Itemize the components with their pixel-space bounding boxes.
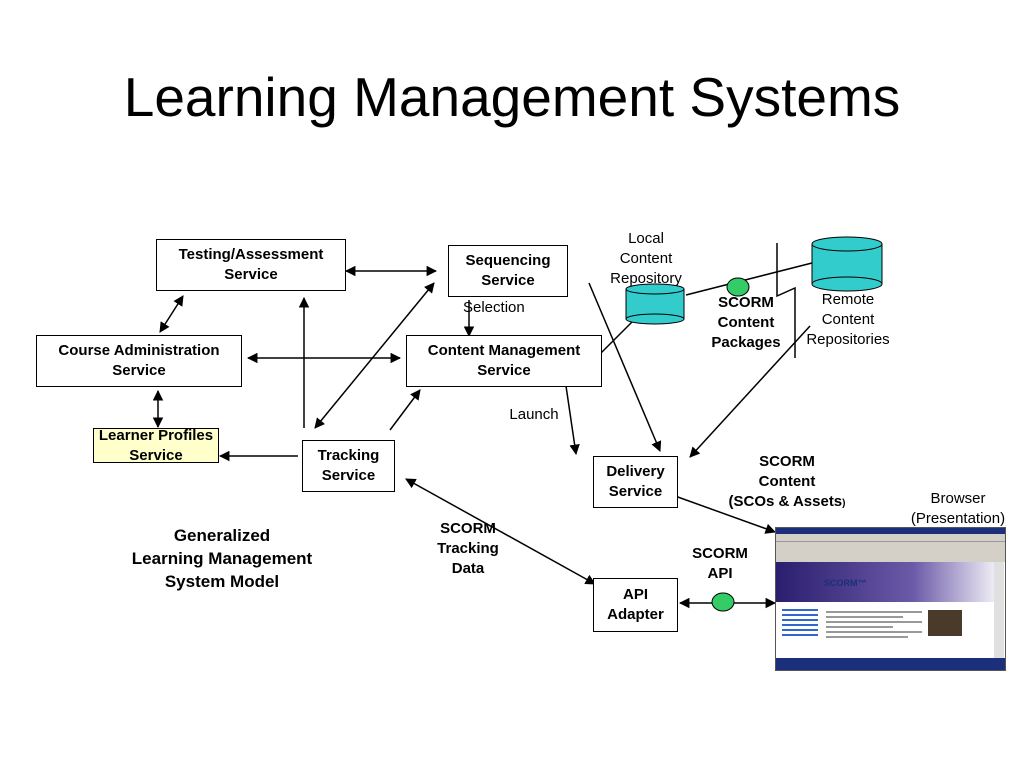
browser-presentation-thumbnail: SCORM™: [775, 527, 1006, 671]
local-repository-label: Local Content Repository: [610, 230, 682, 287]
testing-assessment-service-box: Testing/Assessment Service: [156, 239, 346, 291]
page-title: Learning Management Systems: [123, 66, 901, 128]
scorm-packages-label: SCORM Content Packages: [711, 294, 781, 351]
selection-label: Selection: [463, 299, 525, 316]
delivery-service-box: Delivery Service: [593, 456, 678, 508]
scorm-tracking-data-label: SCORM Tracking Data: [437, 520, 499, 577]
launch-label: Launch: [509, 406, 559, 423]
course-administration-service-box: Course Administration Service: [36, 335, 242, 387]
api-adapter-box: API Adapter: [593, 578, 678, 632]
scorm-package-connector: [726, 277, 750, 297]
learner-profiles-service-box: Learner Profiles Service: [93, 427, 219, 464]
sequencing-service-box: Sequencing Service: [448, 245, 568, 297]
scorm-content-label: SCORM Content (SCOs & Assets): [728, 453, 846, 510]
browser-label: Browser (Presentation): [910, 490, 1006, 527]
remote-repositories-label: Remote Content Repositories: [806, 291, 890, 348]
model-caption: Generalized Learning Management System M…: [131, 526, 313, 591]
scorm-api-label: SCORM API: [692, 545, 748, 582]
scorm-api-connector: [711, 592, 735, 612]
browser-page-heading: SCORM™: [824, 578, 867, 588]
tracking-service-box: Tracking Service: [302, 440, 395, 492]
remote-repository-cylinder: [811, 236, 883, 292]
content-management-service-box: Content Management Service: [406, 335, 602, 387]
local-repository-cylinder: [625, 283, 685, 325]
